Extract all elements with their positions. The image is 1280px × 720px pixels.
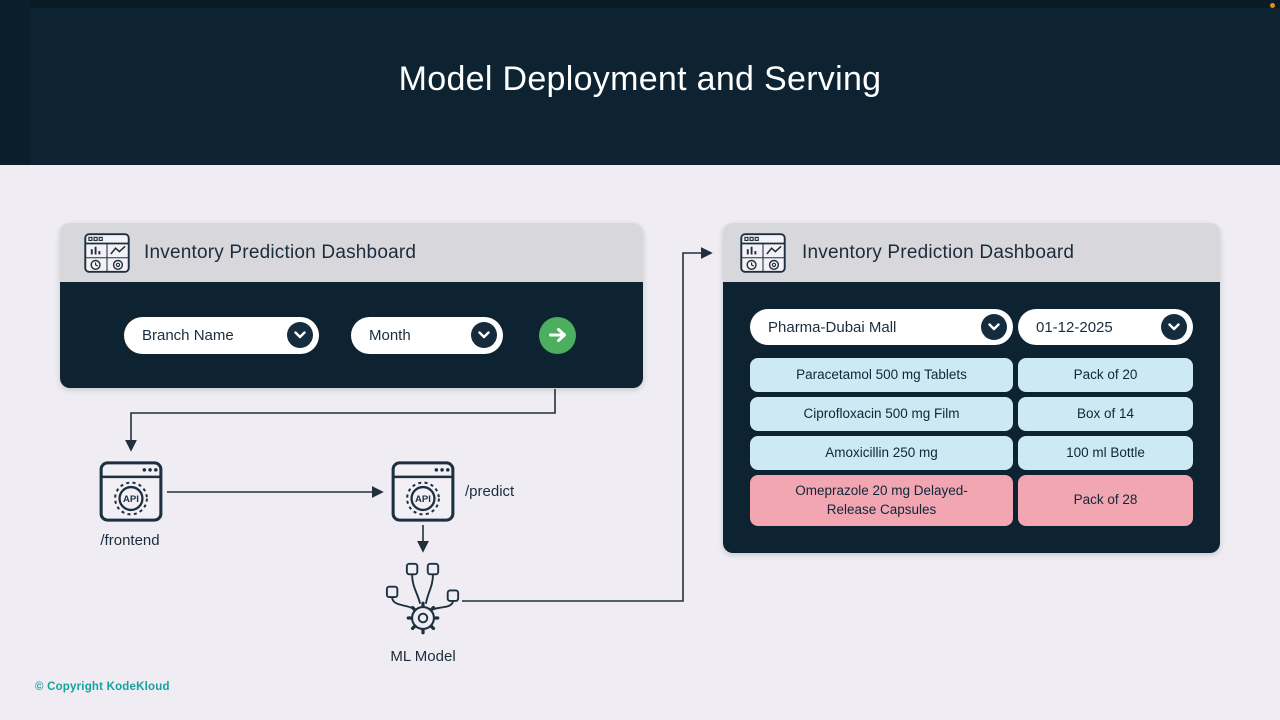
page-title: Model Deployment and Serving	[398, 60, 882, 98]
svg-text:API: API	[123, 494, 139, 505]
copyright-text: © Copyright KodeKloud	[35, 681, 170, 693]
date-select[interactable]: 01-12-2025	[1018, 309, 1193, 345]
chevron-down-icon	[287, 322, 313, 348]
branch-select[interactable]: Pharma-Dubai Mall	[750, 309, 1013, 345]
recording-dot	[1270, 3, 1275, 8]
branch-select-value: Pharma-Dubai Mall	[768, 318, 897, 336]
chevron-down-icon	[1161, 314, 1187, 340]
branch-name-label: Branch Name	[142, 326, 234, 344]
med-name-pill: Ciprofloxacin 500 mg Film	[750, 397, 1013, 431]
med-qty-pill: 100 ml Bottle	[1018, 436, 1193, 470]
date-select-value: 01-12-2025	[1036, 318, 1113, 336]
dashboard-icon	[84, 232, 130, 273]
ml-model-label: ML Model	[390, 648, 456, 665]
dashboard-icon	[740, 232, 786, 273]
table-row: Amoxicillin 250 mg 100 ml Bottle	[750, 436, 1193, 470]
left-dashboard-card: Inventory Prediction Dashboard Branch Na…	[60, 223, 643, 388]
predict-api-icon: API	[391, 461, 455, 522]
med-name-pill: Amoxicillin 250 mg	[750, 436, 1013, 470]
frontend-label: /frontend	[100, 532, 160, 549]
ml-model-icon	[385, 562, 460, 635]
left-dashboard-header: Inventory Prediction Dashboard	[60, 223, 643, 282]
med-qty-pill: Pack of 28	[1018, 475, 1193, 526]
med-qty-pill: Box of 14	[1018, 397, 1193, 431]
chevron-down-icon	[471, 322, 497, 348]
frontend-api-icon: API	[99, 461, 163, 522]
right-dashboard-header: Inventory Prediction Dashboard	[723, 223, 1220, 282]
header-band	[0, 0, 1280, 165]
left-dashboard-title: Inventory Prediction Dashboard	[144, 241, 417, 263]
predict-label: /predict	[465, 483, 515, 500]
med-qty-pill: Pack of 20	[1018, 358, 1193, 392]
month-label: Month	[369, 326, 411, 344]
month-dropdown[interactable]: Month	[351, 316, 503, 354]
left-dashboard-body: Branch Name Month	[60, 282, 643, 388]
table-row: Ciprofloxacin 500 mg Film Box of 14	[750, 397, 1193, 431]
table-row: Paracetamol 500 mg Tablets Pack of 20	[750, 358, 1193, 392]
submit-button[interactable]	[539, 316, 576, 354]
arrow-right-icon	[548, 328, 566, 342]
med-name-pill: Omeprazole 20 mg Delayed-Release Capsule…	[750, 475, 1013, 526]
svg-text:API: API	[415, 494, 431, 505]
table-row-highlighted: Omeprazole 20 mg Delayed-Release Capsule…	[750, 475, 1193, 526]
chevron-down-icon	[981, 314, 1007, 340]
med-name-pill: Paracetamol 500 mg Tablets	[750, 358, 1013, 392]
top-edge-strip	[0, 0, 1280, 8]
left-edge-strip	[0, 0, 30, 165]
right-dashboard-body: Pharma-Dubai Mall 01-12-2025 Paracetamol…	[723, 282, 1220, 553]
right-dashboard-card: Inventory Prediction Dashboard Pharma-Du…	[723, 223, 1220, 553]
right-dashboard-title: Inventory Prediction Dashboard	[802, 241, 1075, 263]
branch-name-dropdown[interactable]: Branch Name	[124, 316, 319, 354]
